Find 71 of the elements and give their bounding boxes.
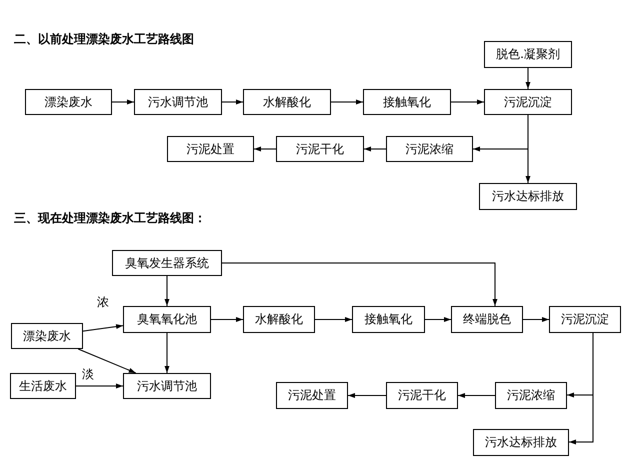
arrow (424, 317, 452, 322)
box-label: 污泥沉淀 (504, 94, 552, 110)
box-label: 水解酸化 (263, 94, 311, 110)
process-box (25, 89, 112, 115)
arrow (210, 317, 244, 322)
box-label: 污泥干化 (398, 387, 446, 404)
process-box (495, 382, 567, 409)
arrow (222, 100, 244, 104)
process-box (167, 136, 254, 162)
arrow (164, 332, 170, 374)
process-box (243, 306, 315, 333)
process-box (484, 41, 572, 68)
process-box (276, 382, 348, 409)
arrow (450, 100, 484, 104)
arrow (76, 384, 124, 388)
arrow (458, 393, 496, 398)
arrow (364, 146, 386, 152)
box-label: 污水达标排放 (492, 188, 564, 205)
box-label: 水解酸化 (255, 311, 303, 328)
process-box (484, 89, 572, 115)
box-label: 终端脱色 (463, 311, 511, 328)
arrow (222, 262, 498, 306)
box-label: 污泥处置 (186, 140, 234, 158)
box-label: 污泥干化 (296, 140, 344, 158)
process-box (386, 136, 473, 162)
process-box (134, 89, 222, 115)
arrow (348, 393, 386, 398)
process-box (11, 323, 83, 349)
process-box (123, 373, 211, 399)
arrow (254, 146, 276, 152)
process-box (386, 382, 458, 409)
process-box (10, 373, 76, 399)
process-box (473, 429, 569, 456)
process-box (549, 306, 621, 333)
arrow (164, 276, 170, 306)
arrow (526, 68, 530, 90)
process-box (276, 136, 364, 162)
box-label: 污泥处置 (288, 387, 336, 404)
section-heading: 二、以前处理漂染废水工艺路线图 (14, 31, 194, 48)
process-box (352, 306, 425, 333)
box-label: 污泥浓缩 (507, 387, 555, 404)
arrow (314, 317, 352, 322)
box-label: 污水达标排放 (485, 434, 557, 451)
arrow (82, 324, 124, 332)
box-label: 污水调节池 (148, 94, 208, 110)
flow-label: 淡 (82, 366, 94, 383)
arrow (526, 114, 530, 184)
box-label: 污水调节池 (137, 378, 197, 394)
process-box (123, 306, 211, 333)
flow-label: 浓 (97, 294, 109, 311)
process-box (451, 306, 523, 333)
box-label: 生活废水 (19, 378, 67, 394)
box-label: 臭氧氧化池 (137, 311, 197, 328)
box-label: 接触氧化 (383, 94, 431, 110)
arrow (78, 348, 136, 374)
process-box (243, 89, 331, 115)
arrow (568, 332, 594, 444)
box-label: 漂染废水 (23, 328, 71, 344)
process-box (363, 89, 451, 115)
box-label: 臭氧发生器系统 (125, 254, 209, 272)
section-heading: 三、现在处理漂染废水工艺路线图： (14, 210, 206, 227)
arrow (522, 317, 550, 322)
box-label: 脱色.凝聚剂 (496, 46, 560, 63)
box-label: 污泥沉淀 (561, 311, 609, 328)
arrow (112, 100, 134, 104)
box-label: 接触氧化 (364, 311, 412, 328)
arrow (330, 100, 364, 104)
process-box (112, 250, 222, 276)
box-label: 污泥浓缩 (406, 140, 454, 158)
box-label: 漂染废水 (44, 94, 92, 110)
process-box (479, 183, 577, 210)
